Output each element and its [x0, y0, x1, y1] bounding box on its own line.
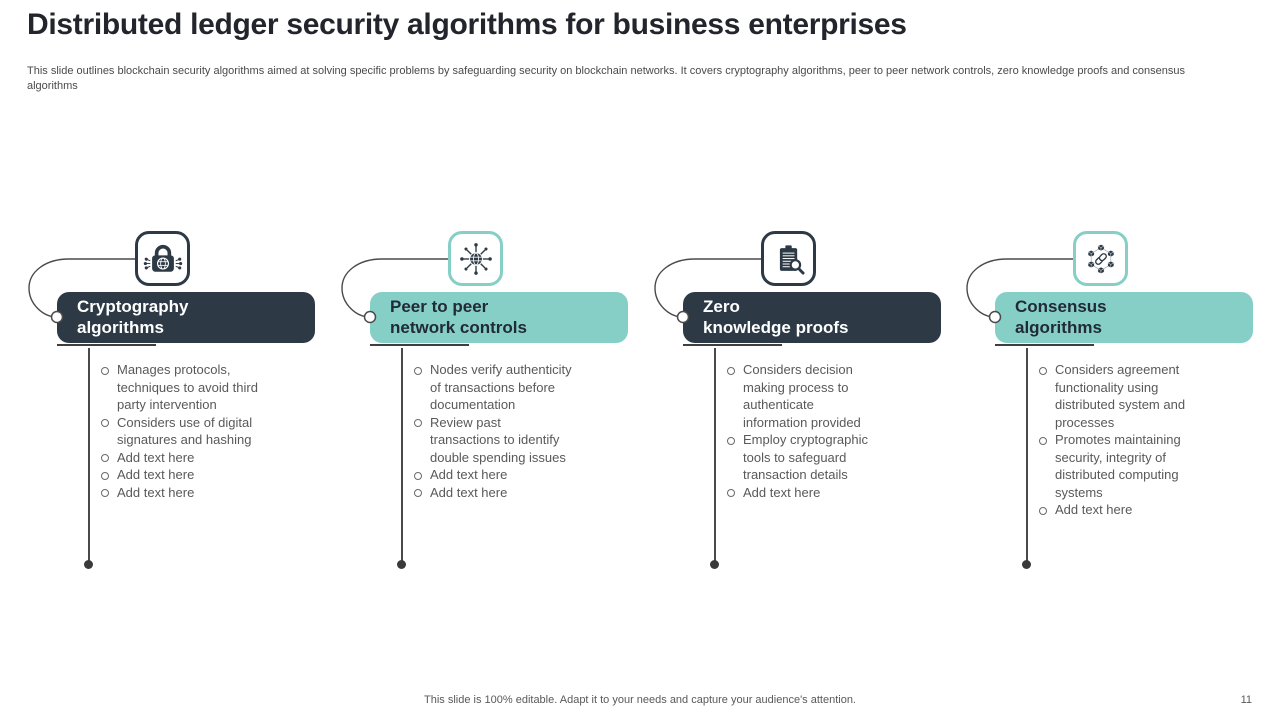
bullet-item: Add text here	[413, 484, 573, 502]
connector-curve	[966, 258, 1073, 324]
bullet-item: Add text here	[100, 484, 268, 502]
bullet-list: Considers agreement functionality using …	[1038, 361, 1196, 519]
blockchain-link-icon	[1073, 231, 1128, 286]
stem-line	[714, 348, 716, 564]
bullet-item: Review past transactions to identify dou…	[413, 414, 573, 467]
category-title-line: knowledge proofs	[703, 317, 849, 337]
category-header: Zero knowledge proofs	[683, 292, 941, 343]
bullet-item: Manages protocols, techniques to avoid t…	[100, 361, 268, 414]
page-title: Distributed ledger security algorithms f…	[27, 8, 907, 41]
bullet-item: Employ cryptographic tools to safeguard …	[726, 431, 868, 484]
clipboard-magnifier-icon	[761, 231, 816, 286]
bullet-item: Considers decision making process to aut…	[726, 361, 868, 431]
category-header: Consensus algorithms	[995, 292, 1253, 343]
header-underline	[995, 344, 1094, 346]
bullet-item: Add text here	[100, 466, 268, 484]
connector-curve	[341, 258, 448, 324]
category-title-line: Cryptography	[77, 297, 189, 316]
bullet-item: Promotes maintaining security, integrity…	[1038, 431, 1196, 501]
column-peer-to-peer-network-controls: Peer to peer network controls Nodes veri…	[341, 231, 628, 611]
stem-end-dot	[84, 560, 93, 569]
bullet-item: Add text here	[1038, 501, 1196, 519]
column-zero-knowledge-proofs: Zero knowledge proofs Considers decision…	[654, 231, 941, 611]
bullet-item: Add text here	[100, 449, 268, 467]
category-title-line: Zero	[703, 297, 740, 316]
editable-note: This slide is 100% editable. Adapt it to…	[424, 694, 856, 706]
stem-end-dot	[710, 560, 719, 569]
category-title-line: algorithms	[77, 317, 164, 337]
header-underline	[57, 344, 156, 346]
slide-subtitle: This slide outlines blockchain security …	[27, 65, 1186, 92]
bullet-list: Nodes verify authenticity of transaction…	[413, 361, 573, 501]
header-underline	[683, 344, 782, 346]
category-title-line: Peer to peer	[390, 297, 489, 316]
header-underline	[370, 344, 469, 346]
category-title-line: network controls	[390, 317, 527, 337]
column-cryptography-algorithms: Cryptography algorithms Manages protocol…	[28, 231, 315, 611]
connector-curve	[654, 258, 761, 324]
stem-line	[1026, 348, 1028, 564]
bullet-list: Considers decision making process to aut…	[726, 361, 868, 501]
network-nodes-icon	[448, 231, 503, 286]
lock-globe-icon	[135, 231, 190, 286]
stem-end-dot	[397, 560, 406, 569]
bullet-item: Considers use of digital signatures and …	[100, 414, 268, 449]
page-number: 11	[1240, 694, 1252, 706]
bullet-item: Add text here	[726, 484, 868, 502]
bullet-item: Add text here	[413, 466, 573, 484]
stem-line	[88, 348, 90, 564]
bullet-list: Manages protocols, techniques to avoid t…	[100, 361, 268, 501]
bullet-item: Considers agreement functionality using …	[1038, 361, 1196, 431]
category-header: Peer to peer network controls	[370, 292, 628, 343]
bullet-item: Nodes verify authenticity of transaction…	[413, 361, 573, 414]
stem-line	[401, 348, 403, 564]
category-title-line: Consensus	[1015, 297, 1107, 316]
category-title-line: algorithms	[1015, 317, 1102, 337]
column-consensus-algorithms: Consensus algorithms Considers agreement…	[966, 231, 1253, 611]
category-header: Cryptography algorithms	[57, 292, 315, 343]
stem-end-dot	[1022, 560, 1031, 569]
connector-curve	[28, 258, 135, 324]
